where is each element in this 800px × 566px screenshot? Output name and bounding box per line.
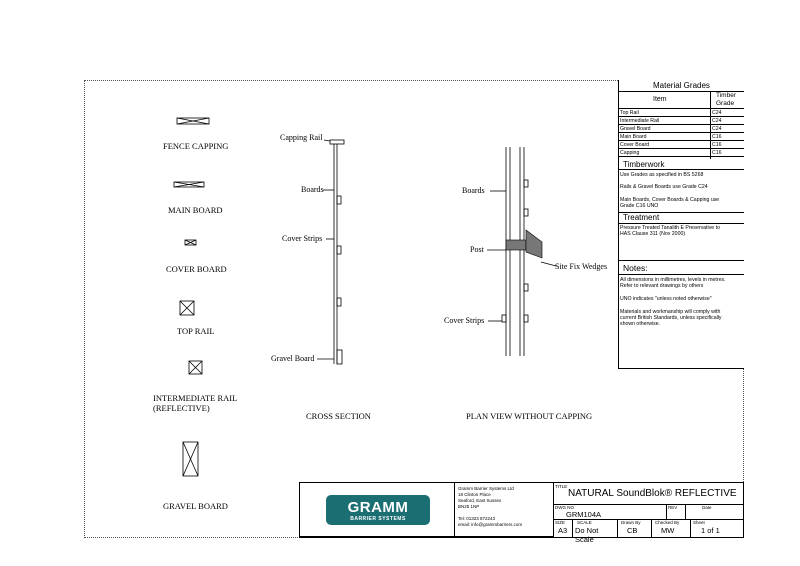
timberwork-line-2: Rails & Gravel Boards use Grade C24 [620, 184, 708, 190]
notes-line-1: All dimensions in millimetres, levels in… [620, 277, 726, 283]
item-column-header: Item [653, 96, 667, 103]
label-gravel-board-cross-section: Gravel Board [271, 354, 315, 363]
grade-column-header-1: Timber [716, 92, 736, 99]
gravel-board-symbol [182, 441, 199, 477]
label-main-board: MAIN BOARD [168, 205, 223, 215]
label-intermediate-rail: INTERMEDIATE RAIL [153, 393, 238, 403]
plan-view-drawing [487, 147, 557, 356]
checked-by-value: MW [661, 526, 675, 535]
intermediate-rail-symbol [188, 360, 203, 375]
grade-column-header-2: Grade [716, 100, 735, 107]
rev-cell: REV [667, 505, 686, 520]
date-cell: Date [686, 505, 744, 520]
company-info: Gramm Barrier Systems Ltd 18 Clinton Pla… [455, 483, 554, 537]
label-gravel-board: GRAVEL BOARD [163, 501, 228, 511]
label-capping-rail: Capping Rail [280, 133, 323, 142]
dwg-no-cell: DWG NO GRM104A [554, 505, 667, 520]
sheet-cell: Sheet 1 of 1 [693, 520, 720, 535]
size-cell: SIZE A3 [554, 520, 573, 537]
notes-line-2: Refer to relevant drawings by others [620, 283, 704, 289]
checked-by-cell: Checked By MW [652, 520, 691, 537]
gramm-logo: GRAMM BARRIER SYSTEMS [326, 495, 430, 525]
treatment-title: Treatment [623, 213, 660, 222]
label-cover-strips-plan: Cover Strips [444, 316, 485, 325]
title-cell: TITLE NATURAL SoundBlok® REFLECTIVE [554, 483, 744, 505]
timberwork-line-4: Grade C16 UNO [620, 203, 659, 209]
timberwork-line-3: Main Boards, Cover Boards & Capping use [620, 197, 720, 203]
notes-line-3: UNO indicates "unless noted otherwise" [620, 296, 712, 302]
caption-plan-view: PLAN VIEW WITHOUT CAPPING [466, 411, 593, 421]
label-boards-cross-section: Boards [301, 185, 324, 194]
drawn-by-cell: Drawn By CB [618, 520, 652, 537]
dwg-no: GRM104A [566, 510, 602, 519]
notes-line-5: current British Standards, unless specif… [620, 315, 722, 321]
notes-line-4: Materials and workmanship will comply wi… [620, 309, 721, 315]
treatment-line-2: HAS Clause 311 (Nov 2000) [620, 231, 686, 237]
specification-panel: Material Grades Item Timber Grade Top Ra… [618, 80, 744, 369]
timberwork-line-1: Use Grades as specified in BS 5268 [620, 172, 704, 178]
label-fence-capping: FENCE CAPPING [163, 141, 229, 151]
scale-cell: SCALE Do Not Scale [573, 520, 618, 544]
notes-title: Notes: [623, 263, 648, 273]
timberwork-title: Timberwork [623, 160, 665, 169]
label-cover-board: COVER BOARD [166, 264, 227, 274]
label-intermediate-rail-reflective: (REFLECTIVE) [153, 403, 210, 413]
size-value: A3 [558, 526, 568, 535]
label-post: Post [470, 245, 484, 254]
cover-board-symbol [184, 239, 197, 246]
notes-line-6: shown otherwise. [620, 321, 661, 327]
cross-section-drawing [317, 139, 345, 365]
title-block: GRAMM BARRIER SYSTEMS Gramm Barrier Syst… [299, 482, 744, 544]
label-top-rail: TOP RAIL [177, 326, 215, 336]
drawing-title: NATURAL SoundBlok® REFLECTIVE [568, 488, 737, 499]
fence-capping-symbol [176, 117, 210, 125]
material-grades-title: Material Grades [653, 81, 710, 90]
treatment-line-1: Pressure Treated Tanalith E Preservative… [620, 225, 720, 231]
caption-cross-section: CROSS SECTION [306, 411, 371, 421]
sheet-value: 1 of 1 [701, 526, 720, 535]
main-board-symbol [173, 181, 205, 188]
logo-area: GRAMM BARRIER SYSTEMS [300, 483, 455, 537]
top-rail-symbol [179, 300, 195, 316]
label-cover-strips-cross-section: Cover Strips [282, 234, 323, 243]
label-site-fix-wedges: Site Fix Wedges [555, 262, 608, 271]
drawn-by-value: CB [627, 526, 638, 535]
label-boards-plan: Boards [462, 186, 485, 195]
post-section [505, 229, 543, 259]
scale-value: Do Not Scale [575, 526, 599, 544]
